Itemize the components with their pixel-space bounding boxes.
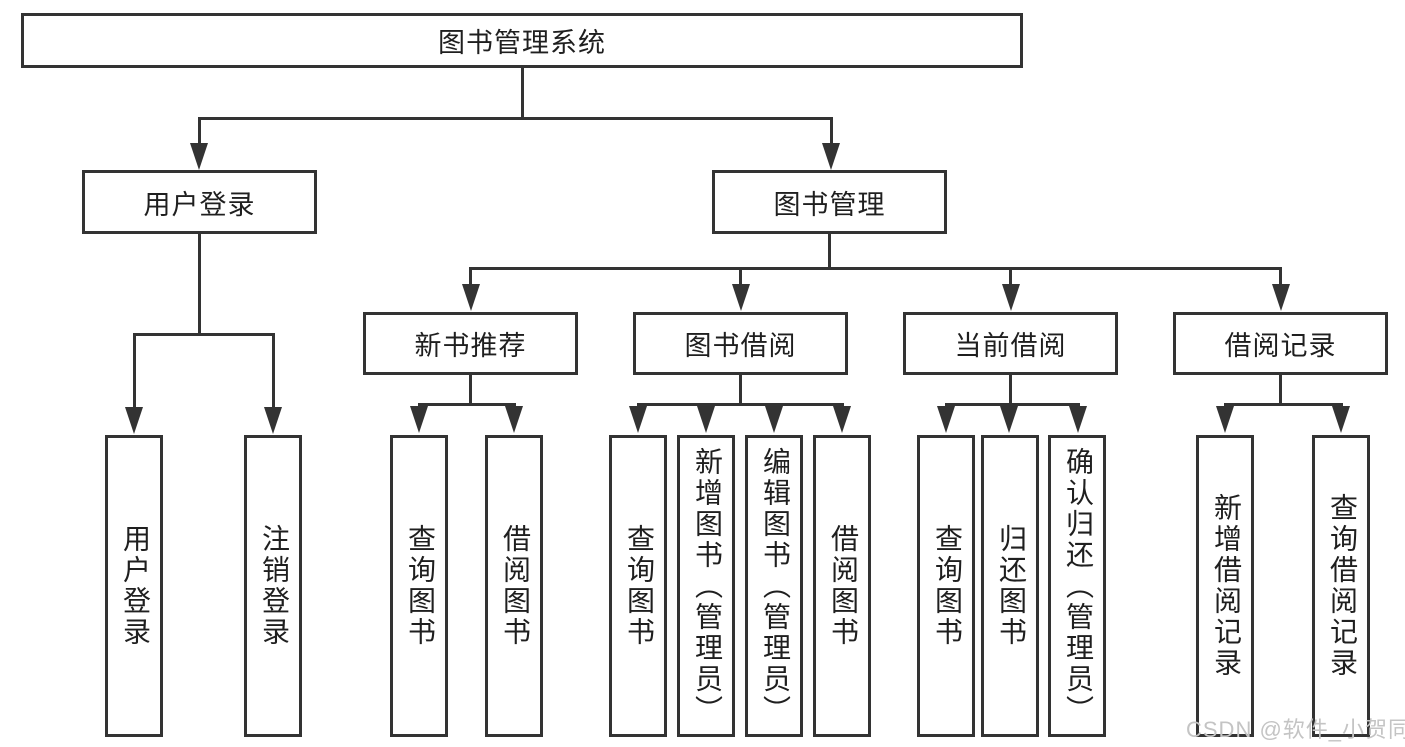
connector-line (1279, 375, 1282, 406)
connector-line (739, 375, 742, 406)
connector-line (132, 333, 275, 336)
arrow-down-icon (833, 406, 851, 433)
arrow-down-icon (822, 143, 840, 170)
arrow-down-icon (125, 407, 143, 434)
arrow-down-icon (1271, 284, 1290, 311)
leaf-query-books-2: 查询图书 (609, 435, 667, 737)
connector-line (739, 267, 742, 285)
connector-line (1009, 375, 1012, 406)
connector-line (197, 117, 201, 144)
connector-line (417, 403, 516, 406)
node-borrow-records: 借阅记录 (1173, 312, 1388, 375)
arrow-down-icon (629, 406, 647, 433)
leaf-query-borrow-record: 查询借阅记录 (1312, 435, 1370, 737)
leaf-logout-login: 注销登录 (244, 435, 302, 737)
leaf-add-books-admin: 新增图书（管理员） (677, 435, 735, 737)
leaf-add-borrow-record: 新增借阅记录 (1196, 435, 1254, 737)
node-user-login: 用户登录 (82, 170, 317, 234)
arrow-down-icon (461, 284, 480, 311)
arrow-down-icon (1216, 406, 1234, 433)
leaf-query-books-3: 查询图书 (917, 435, 975, 737)
connector-line (469, 267, 1282, 270)
leaf-edit-books-admin: 编辑图书（管理员） (745, 435, 803, 737)
leaf-return-books: 归还图书 (981, 435, 1039, 737)
arrow-down-icon (1001, 284, 1020, 311)
arrow-down-icon (731, 284, 750, 311)
csdn-watermark: CSDN @软件_小贺同学 (1186, 717, 1405, 742)
connector-line (828, 234, 831, 270)
connector-line (944, 403, 1080, 406)
arrow-down-icon (697, 406, 715, 433)
connector-line (1009, 267, 1012, 285)
arrow-down-icon (505, 406, 523, 433)
connector-line (469, 375, 472, 406)
leaf-borrow-books-2: 借阅图书 (813, 435, 871, 737)
connector-line (197, 117, 833, 120)
leaf-borrow-books-1: 借阅图书 (485, 435, 543, 737)
connector-line (1223, 403, 1343, 406)
node-book-management: 图书管理 (712, 170, 947, 234)
arrow-down-icon (410, 406, 428, 433)
arrow-down-icon (1000, 406, 1018, 433)
node-book-borrow: 图书借阅 (633, 312, 848, 375)
arrow-down-icon (1332, 406, 1350, 433)
connector-line (469, 267, 472, 285)
connector-line (198, 234, 201, 336)
connector-line (271, 333, 275, 408)
connector-line (520, 68, 524, 120)
connector-line (1279, 267, 1282, 285)
arrow-down-icon (264, 407, 282, 434)
node-library-system: 图书管理系统 (21, 13, 1023, 68)
arrow-down-icon (190, 143, 208, 170)
connector-line (132, 333, 136, 408)
arrow-down-icon (765, 406, 783, 433)
node-current-borrow: 当前借阅 (903, 312, 1118, 375)
connector-line (829, 117, 833, 144)
arrow-down-icon (937, 406, 955, 433)
arrow-down-icon (1069, 406, 1087, 433)
leaf-query-books-1: 查询图书 (390, 435, 448, 737)
connector-line (636, 403, 844, 406)
leaf-confirm-return-admin: 确认归还（管理员） (1048, 435, 1106, 737)
leaf-user-login: 用户登录 (105, 435, 163, 737)
node-new-book-recommend: 新书推荐 (363, 312, 578, 375)
